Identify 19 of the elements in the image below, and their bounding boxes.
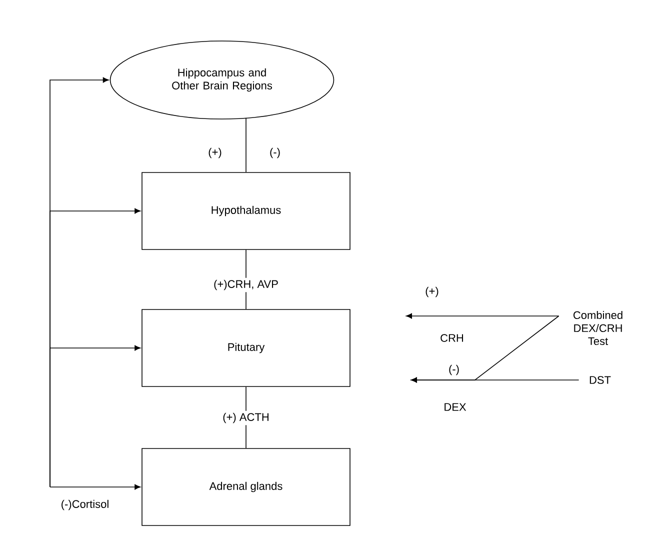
edge-label: CRH — [440, 334, 464, 342]
arrow — [50, 484, 141, 490]
test-label: DST — [590, 376, 611, 384]
edge-label: (+)CRH, AVP — [212, 278, 280, 292]
process-box: Adrenal glands — [142, 448, 350, 526]
arrow — [406, 313, 560, 319]
ellipse-node: Hippocampus and Other Brain Regions — [110, 40, 334, 120]
test-label: Combined DEX/CRH Test — [574, 310, 622, 346]
sign-label: (+) — [208, 148, 222, 158]
process-box: Hypothalamus — [142, 172, 350, 250]
process-box: Pitutary — [142, 309, 350, 387]
arrow — [50, 345, 141, 488]
arrow — [411, 377, 580, 383]
edge-label: (+) ACTH — [220, 410, 272, 426]
sign-label: (-) — [270, 148, 280, 158]
sign-label: (+) — [426, 286, 438, 298]
edge-label: (-)Cortisol — [62, 500, 108, 510]
edge-label: DEX — [444, 403, 466, 411]
sign-label: (-) — [449, 364, 459, 376]
